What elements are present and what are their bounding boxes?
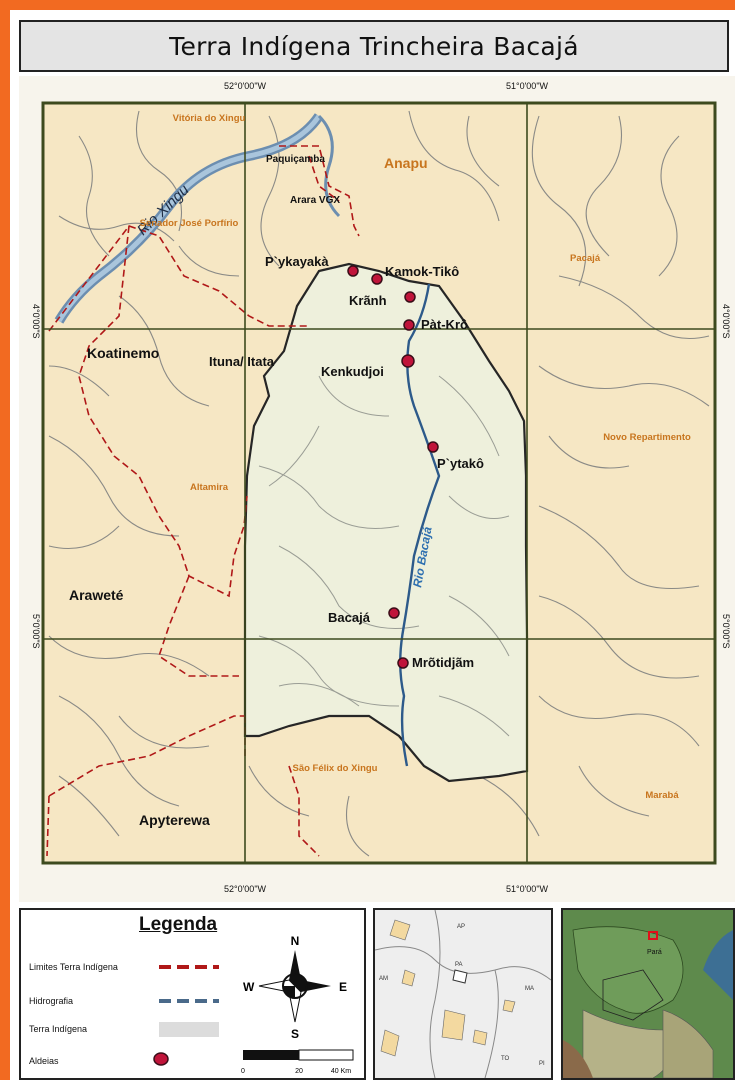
legend-panel: Legenda Limites Terra Indígena Hidrograf… — [19, 908, 366, 1080]
inset-label-pa: PA — [455, 962, 463, 968]
village-labels: P`ykayakà Kamok-Tikô Krãnh Pàt-Krô Kenku… — [265, 254, 484, 670]
inset-label-pi: PI — [539, 1061, 545, 1067]
ti-koatinemo: Koatinemo — [87, 345, 159, 361]
muni-pacaja: Pacajá — [570, 253, 601, 264]
compass-n: N — [291, 934, 300, 948]
scalebar-white — [298, 1049, 354, 1061]
ti-paquicamba: Paquiçamba — [266, 154, 325, 165]
inset-brazil-svg: Pará — [563, 910, 733, 1078]
muni-senador-jose-porfirio: Senador José Porfírio — [140, 218, 239, 229]
other-ti-labels: Paquiçamba Arara VGX Koatinemo Ituna/ It… — [69, 154, 340, 828]
muni-altamira: Altamira — [190, 482, 229, 493]
inset-location-marker — [648, 931, 658, 940]
village-kranh: Krãnh — [349, 293, 387, 308]
title-bar: Terra Indígena Trincheira Bacajá — [19, 20, 729, 72]
stream-network — [48, 110, 710, 857]
village-pykayaka: P`ykayakà — [265, 254, 329, 269]
village-mrotidjam: Mrõtidjãm — [412, 655, 474, 670]
legend-swatch-indigenous-land — [159, 1022, 219, 1037]
ti-boundaries — [46, 145, 360, 857]
compass-e: E — [339, 980, 347, 994]
lon-label-bottom-left: 52°0'00"W — [224, 884, 267, 894]
ti-arara-vgx: Arara VGX — [290, 195, 340, 206]
ti-ituna-itata: Ituna/ Itata — [209, 354, 275, 369]
village-dot — [404, 291, 416, 303]
legend-title: Legenda — [139, 914, 218, 935]
legend-label-hydrography: Hidrografia — [29, 996, 74, 1006]
scale-0: 0 — [241, 1068, 245, 1075]
muni-maraba: Marabá — [645, 790, 679, 801]
inset-state-map: AP AM PA MA TO PI — [373, 908, 553, 1080]
compass-w: W — [243, 980, 255, 994]
ti-arawete: Araweté — [69, 587, 124, 603]
village-bacaja: Bacajá — [328, 610, 371, 625]
inset-label-am: AM — [379, 976, 388, 982]
ti-apyterewa: Apyterewa — [139, 812, 210, 828]
inset-label-to: TO — [501, 1056, 510, 1062]
village-dot — [371, 273, 383, 285]
village-dot — [347, 265, 359, 277]
scale-20: 20 — [295, 1068, 303, 1075]
muni-sao-felix-do-xingu: São Félix do Xingu — [293, 763, 378, 774]
village-kamok-tiko: Kamok-Tikô — [385, 264, 459, 279]
compass-rose-icon — [258, 950, 331, 1023]
village-dot — [403, 319, 415, 331]
legend-swatch-village — [153, 1052, 169, 1066]
ti-trincheira-bacaja — [243, 262, 529, 783]
map-title: Terra Indígena Trincheira Bacajá — [169, 31, 579, 61]
inset-label-ma: MA — [525, 986, 534, 992]
scale-40: 40 Km — [331, 1068, 351, 1075]
inset-brazil-map: Pará — [561, 908, 735, 1080]
village-markers — [347, 265, 439, 669]
muni-novo-repartimento: Novo Repartimento — [603, 432, 691, 443]
scalebar-black — [243, 1050, 299, 1060]
legend-symbols: N S E W 0 20 40 Km — [153, 934, 354, 1075]
village-pytako: P`ytakô — [437, 456, 484, 471]
village-dot — [427, 441, 439, 453]
legend-label-villages: Aldeias — [29, 1056, 59, 1066]
village-dot — [397, 657, 409, 669]
village-pat-kro: Pàt-Krô — [421, 317, 468, 332]
map-neatline — [41, 101, 717, 865]
muni-anapu: Anapu — [384, 155, 428, 171]
graticule — [43, 103, 715, 863]
muni-vitoria-do-xingu: Vitória do Xingu — [173, 113, 246, 124]
lon-label-bottom-right: 51°0'00"W — [506, 884, 549, 894]
ti-streams — [258, 375, 510, 737]
inset-label-para: Pará — [647, 949, 662, 956]
village-dot — [388, 607, 400, 619]
lon-label-top-left: 52°0'00"W — [224, 81, 267, 91]
compass-s: S — [291, 1027, 299, 1041]
village-kenkudjoi: Kenkudjoi — [321, 364, 384, 379]
village-dot — [401, 354, 415, 368]
inset-state-svg: AP AM PA MA TO PI — [375, 910, 551, 1078]
lat-label-right-bottom: 5°0'00"S — [721, 614, 731, 649]
lon-label-top-right: 51°0'00"W — [506, 81, 549, 91]
lat-label-right-top: 4°0'00"S — [721, 304, 731, 339]
lat-label-left-bottom: 5°0'00"S — [31, 614, 41, 649]
lat-label-left-top: 4°0'00"S — [31, 304, 41, 339]
main-map: 52°0'00"W 51°0'00"W 52°0'00"W 51°0'00"W … — [19, 76, 735, 902]
legend-label-indigenous-land: Terra Indígena — [29, 1024, 88, 1034]
municipality-labels: Vitória do Xingu Anapu Senador José Porf… — [140, 113, 691, 801]
legend-label-boundary: Limites Terra Indígena — [29, 962, 118, 972]
map-svg: 52°0'00"W 51°0'00"W 52°0'00"W 51°0'00"W … — [19, 76, 735, 902]
inset-label-ap: AP — [457, 924, 465, 930]
